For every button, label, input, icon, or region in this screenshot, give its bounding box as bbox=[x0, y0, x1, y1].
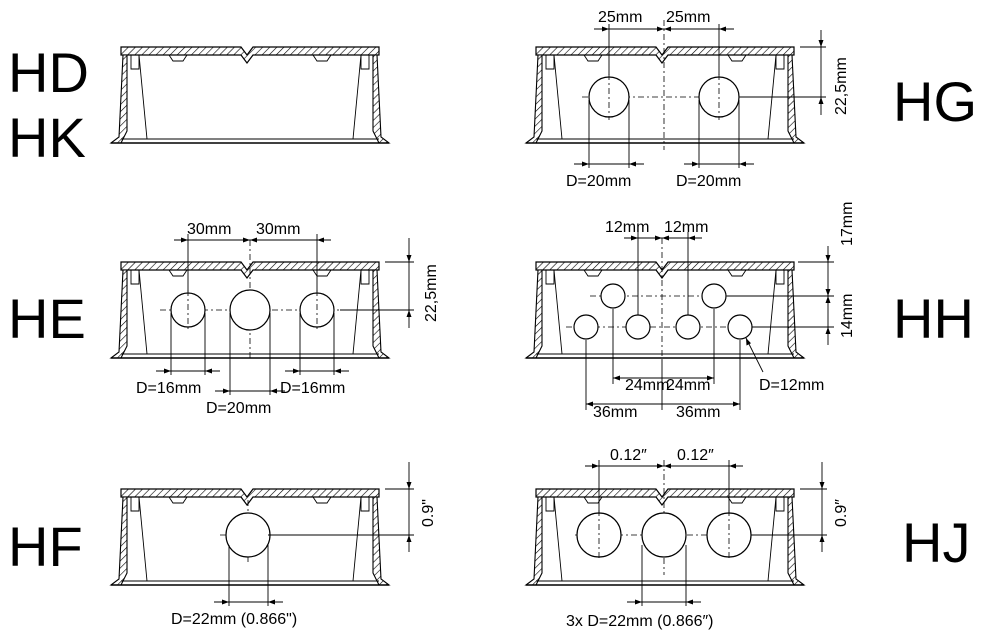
dim-holes: 3x D=22mm (0.866″) bbox=[566, 613, 714, 630]
panel-hh: HH 12mm 12mm 17mm 14mm 24mm bbox=[525, 202, 974, 421]
box-outline-hg bbox=[525, 46, 805, 144]
hole bbox=[229, 289, 271, 331]
hole bbox=[600, 283, 626, 309]
panel-he: HE 30mm 30mm 22,5mm D=16mm D=16mm bbox=[8, 221, 440, 417]
dim-height: 0.9" bbox=[420, 499, 437, 527]
dim-hole-2: D=16mm bbox=[280, 380, 345, 397]
dim-spacing-lower-2a: 36mm bbox=[593, 404, 637, 421]
dim-hole-1: D=20mm bbox=[566, 173, 631, 190]
dim-spacing-lower-1a: 24mm bbox=[625, 377, 669, 394]
hole bbox=[641, 512, 687, 558]
dim-spacing-lower-2b: 36mm bbox=[676, 404, 720, 421]
dim-hole-2: D=20mm bbox=[676, 173, 741, 190]
box-outline-hh bbox=[525, 261, 805, 359]
dim-spacing-2: 25mm bbox=[666, 9, 710, 26]
hole bbox=[727, 314, 753, 340]
label-hd: HD bbox=[8, 41, 89, 104]
dim-spacing-1: 25mm bbox=[598, 9, 642, 26]
dim-hole: D=22mm (0.866") bbox=[171, 611, 297, 628]
panel-hd-hk: HD HK bbox=[8, 41, 390, 169]
hole bbox=[625, 314, 651, 340]
dim-spacing-1: 0.12″ bbox=[610, 447, 647, 464]
label-hh: HH bbox=[893, 287, 974, 350]
dim-spacing-lower-1b: 24mm bbox=[666, 377, 710, 394]
dim-spacing-1: 30mm bbox=[187, 221, 231, 238]
panel-hg: HG 25mm 25mm 22,5mm D=20mm D=20mm bbox=[525, 9, 977, 190]
dim-hole-3: D=20mm bbox=[206, 400, 271, 417]
hole bbox=[225, 512, 271, 558]
label-hk: HK bbox=[8, 106, 86, 169]
dim-height: 22,5mm bbox=[423, 264, 440, 322]
dim-spacing-top-1: 12mm bbox=[605, 219, 649, 236]
panel-hf: HF 0.9" D=22mm (0.866") bbox=[8, 462, 437, 628]
label-hf: HF bbox=[8, 515, 83, 578]
hole bbox=[675, 314, 701, 340]
hole bbox=[573, 314, 599, 340]
panel-hj: HJ 0.12″ 0.12″ 0.9″ 3x D=22mm (0.866″) bbox=[525, 447, 970, 630]
hole bbox=[701, 283, 727, 309]
dim-height: 22,5mm bbox=[833, 57, 850, 115]
dim-spacing-top-2: 12mm bbox=[664, 219, 708, 236]
label-he: HE bbox=[8, 287, 86, 350]
dim-spacing-2: 0.12″ bbox=[677, 447, 714, 464]
dim-hole: D=12mm bbox=[759, 377, 824, 394]
box-outline-hd bbox=[110, 46, 390, 144]
dim-height-2: 14mm bbox=[839, 294, 856, 338]
dim-height-1: 17mm bbox=[839, 202, 856, 246]
dim-spacing-2: 30mm bbox=[256, 221, 300, 238]
dim-height: 0.9″ bbox=[833, 499, 850, 527]
label-hj: HJ bbox=[902, 511, 970, 574]
label-hg: HG bbox=[893, 70, 977, 133]
dim-hole-1: D=16mm bbox=[136, 380, 201, 397]
